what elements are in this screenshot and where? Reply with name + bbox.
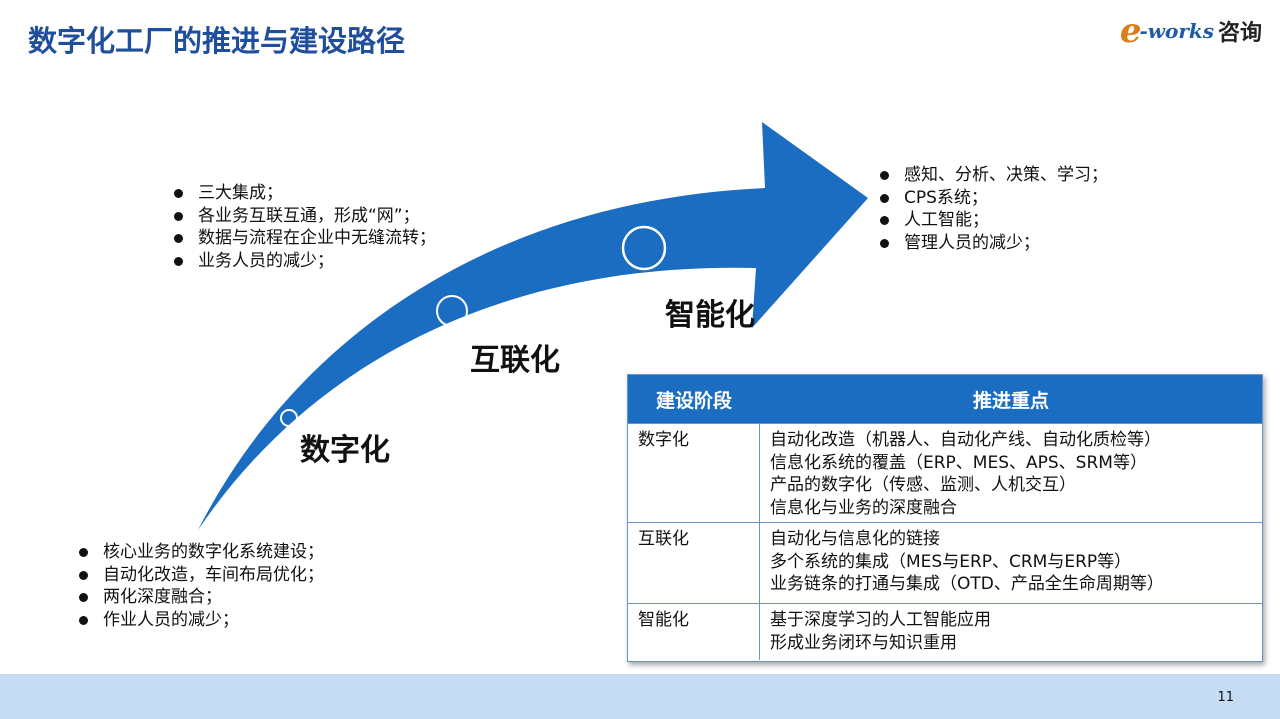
list-item: 感知、分析、决策、学习；	[876, 164, 1108, 187]
eworks-logo: e -works 咨询	[1120, 14, 1262, 48]
footer-bar	[0, 674, 1280, 719]
list-item: 两化深度融合；	[75, 586, 324, 609]
list-item: 数据与流程在企业中无缝流转；	[170, 227, 436, 250]
table-row: 互联化 自动化与信息化的链接 多个系统的集成（MES与ERP、CRM与ERP等）…	[628, 522, 1262, 603]
logo-works: -works	[1139, 19, 1214, 43]
logo-cn: 咨询	[1217, 21, 1262, 46]
stage-label-connected: 互联化	[470, 343, 560, 378]
table-cell-stage: 智能化	[628, 604, 760, 660]
table-cell-focus: 自动化与信息化的链接 多个系统的集成（MES与ERP、CRM与ERP等） 业务链…	[760, 523, 1262, 603]
page-number: 11	[1217, 690, 1234, 705]
page-title: 数字化工厂的推进与建设路径	[28, 24, 406, 58]
focus-item: 多个系统的集成（MES与ERP、CRM与ERP等）	[770, 551, 1132, 572]
header-stage: 建设阶段	[655, 389, 732, 412]
stage-label-intelligent: 智能化	[665, 298, 755, 333]
stage-focus-table: 建设阶段 推进重点 数字化 自动化改造（机器人、自动化产线、自动化质检等） 信息…	[627, 374, 1263, 662]
table-cell-focus: 自动化改造（机器人、自动化产线、自动化质检等） 信息化系统的覆盖（ERP、MES…	[760, 424, 1262, 522]
list-item: 三大集成；	[170, 182, 436, 205]
list-item: 作业人员的减少；	[75, 609, 324, 632]
bullets-top-right: 感知、分析、决策、学习； CPS系统； 人工智能； 管理人员的减少；	[876, 164, 1108, 254]
table-header: 建设阶段 推进重点	[628, 375, 1262, 423]
table-row: 智能化 基于深度学习的人工智能应用 形成业务闭环与知识重用	[628, 603, 1262, 660]
table-row: 数字化 自动化改造（机器人、自动化产线、自动化质检等） 信息化系统的覆盖（ERP…	[628, 423, 1262, 522]
focus-item: 自动化改造（机器人、自动化产线、自动化质检等）	[770, 430, 1161, 450]
focus-item: 基于深度学习的人工智能应用	[770, 610, 991, 630]
focus-item: 信息化系统的覆盖（ERP、MES、APS、SRM等）	[770, 452, 1147, 473]
focus-item: 自动化与信息化的链接	[770, 529, 940, 549]
bullets-bottom-left: 核心业务的数字化系统建设； 自动化改造，车间布局优化； 两化深度融合； 作业人员…	[75, 541, 324, 631]
stage-circle-3	[621, 225, 667, 271]
list-item: CPS系统；	[876, 187, 1108, 210]
header-focus: 推进重点	[972, 389, 1049, 412]
stage-label-digital: 数字化	[300, 433, 390, 468]
list-item: 各业务互联互通，形成“网”；	[170, 205, 436, 228]
focus-item: 形成业务闭环与知识重用	[770, 632, 957, 653]
list-item: 人工智能；	[876, 209, 1108, 232]
arrow-body	[198, 122, 868, 530]
stage-circle-2	[436, 295, 468, 327]
list-item: 核心业务的数字化系统建设；	[75, 541, 324, 564]
list-item: 自动化改造，车间布局优化；	[75, 564, 324, 587]
focus-item: 产品的数字化（传感、监测、人机交互）	[770, 475, 1076, 495]
stage-circle-1	[280, 409, 298, 427]
logo-e: e	[1119, 11, 1142, 51]
bullets-top-left: 三大集成； 各业务互联互通，形成“网”； 数据与流程在企业中无缝流转； 业务人员…	[170, 182, 436, 272]
list-item: 管理人员的减少；	[876, 232, 1108, 255]
focus-item: 业务链条的打通与集成（OTD、产品全生命周期等）	[770, 574, 1164, 594]
focus-item: 信息化与业务的深度融合	[770, 497, 957, 518]
table-cell-stage: 互联化	[628, 523, 760, 603]
list-item: 业务人员的减少；	[170, 250, 436, 273]
table-cell-stage: 数字化	[628, 424, 760, 522]
table-cell-focus: 基于深度学习的人工智能应用 形成业务闭环与知识重用	[760, 604, 1262, 660]
